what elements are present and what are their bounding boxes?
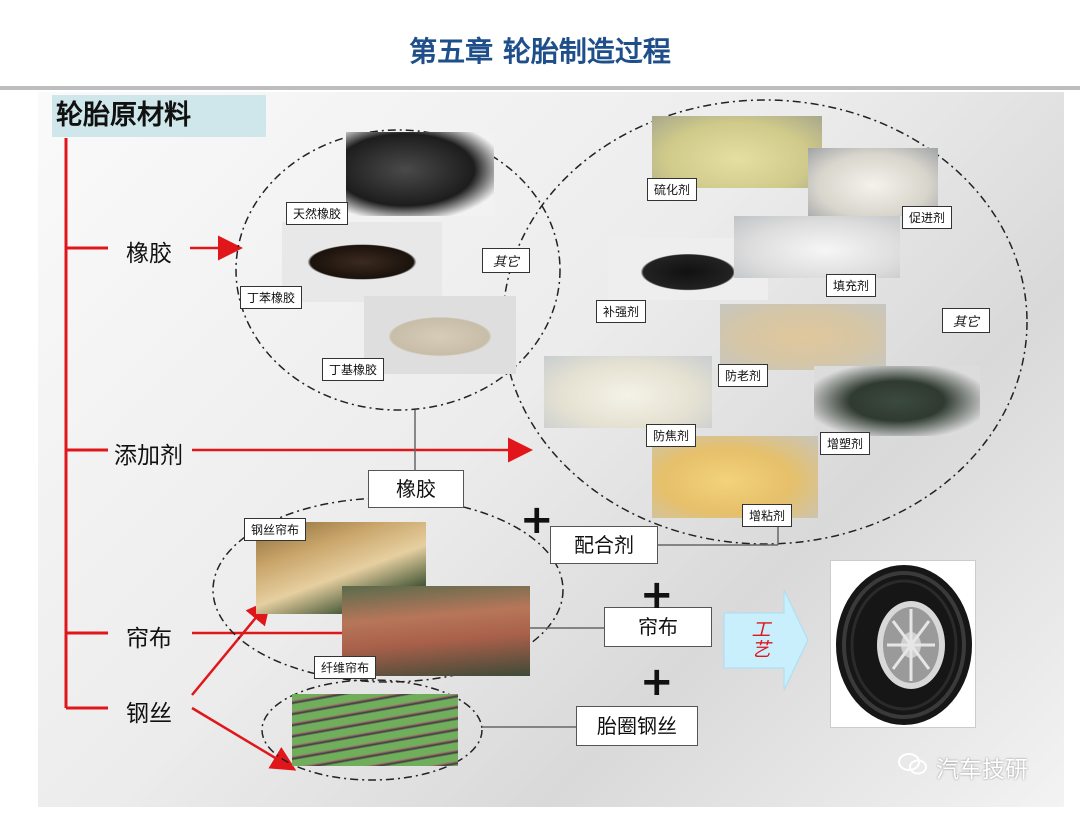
wechat-icon [898, 753, 927, 775]
tackifier-image [652, 436, 818, 518]
category-rubber: 橡胶 [126, 241, 172, 267]
label-sbr-rubber: 丁苯橡胶 [240, 286, 303, 309]
box-bead-wire: 胎圈钢丝 [576, 706, 698, 746]
vulcanizer-image [652, 116, 822, 188]
label-anti-scorch: 防焦剂 [646, 424, 697, 447]
antioxidant-image [720, 304, 886, 370]
category-additive: 添加剂 [114, 443, 183, 469]
watermark: 汽车技研 [936, 757, 1028, 783]
box-rubber: 橡胶 [368, 470, 464, 508]
butyl-rubber-image [364, 296, 516, 374]
plus-sign: + [520, 497, 554, 543]
plasticizer-image [814, 366, 980, 436]
label-accelerator: 促进剂 [902, 206, 953, 229]
label-antioxidant: 防老剂 [718, 364, 769, 387]
sbr-rubber-image [282, 222, 442, 302]
label-tackifier: 增粘剂 [742, 504, 793, 527]
header-raw-materials: 轮胎原材料 [52, 95, 266, 137]
filler-image [734, 216, 900, 278]
label-steel-cord: 钢丝帘布 [244, 518, 307, 541]
label-reinforcer: 补强剂 [596, 300, 647, 323]
plus-sign: + [640, 572, 674, 618]
title-divider [0, 86, 1080, 90]
label-natural-rubber: 天然橡胶 [286, 202, 349, 225]
anti-scorch-image [544, 356, 712, 428]
category-cord: 帘布 [126, 626, 172, 652]
bead-wire-image [292, 694, 458, 766]
label-filler: 填充剂 [826, 274, 877, 297]
box-compound: 配合剂 [550, 526, 658, 564]
category-wire: 钢丝 [126, 701, 172, 727]
natural-rubber-image [346, 132, 494, 216]
label-butyl-rubber: 丁基橡胶 [322, 358, 385, 381]
tire-image-frame [830, 560, 976, 728]
process-label: 工艺 [751, 619, 771, 661]
label-plasticizer: 增塑剂 [820, 432, 871, 455]
label-other-rubber: 其它 [482, 248, 531, 273]
label-vulcanizer: 硫化剂 [647, 178, 698, 201]
accelerator-image [808, 148, 938, 216]
label-other-additive: 其它 [942, 308, 991, 333]
box-cord: 帘布 [604, 607, 712, 647]
tire-icon [836, 565, 972, 725]
plus-sign: + [640, 659, 674, 705]
page-title: 第五章 轮胎制造过程 [409, 35, 671, 68]
label-fiber-cord: 纤维帘布 [314, 656, 377, 679]
